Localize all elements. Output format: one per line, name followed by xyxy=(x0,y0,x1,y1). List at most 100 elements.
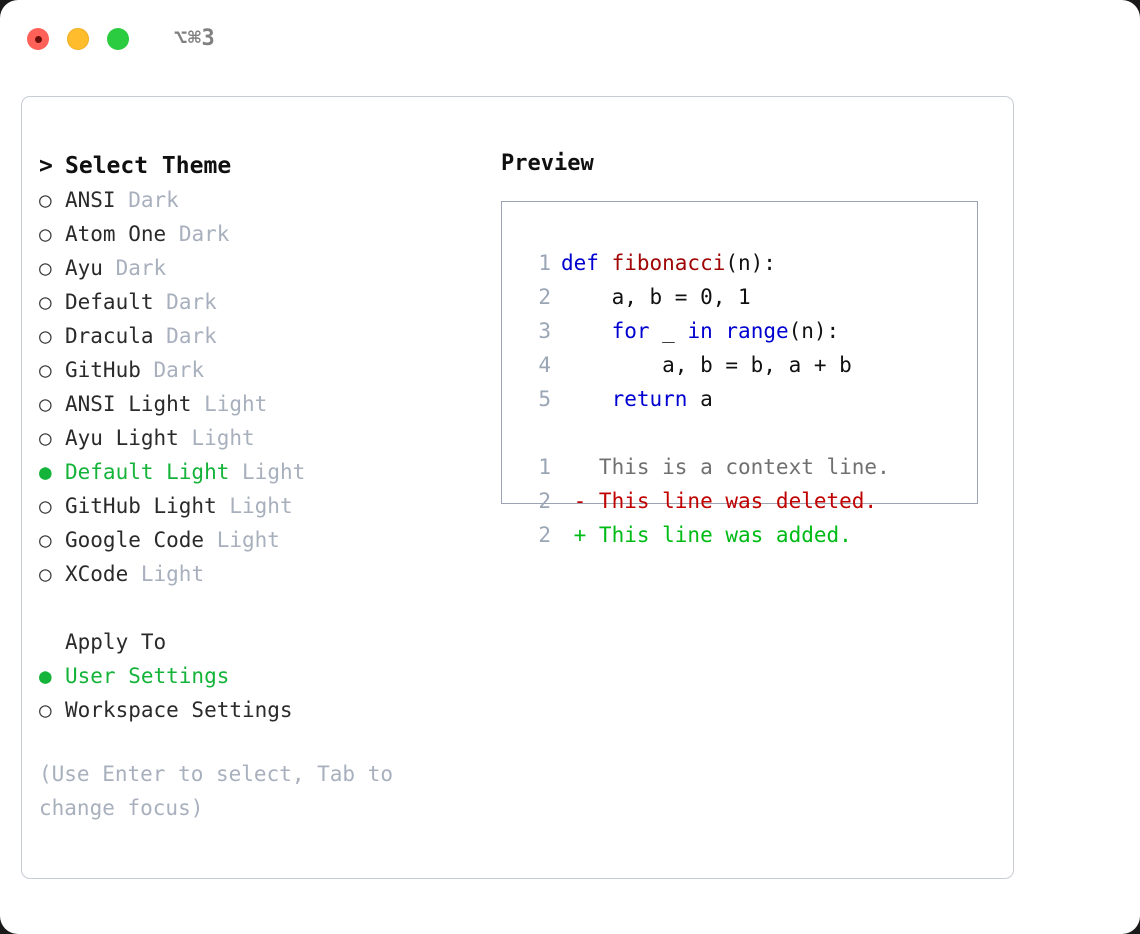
theme-option-label: GitHub Light xyxy=(65,494,217,518)
code-token-plain xyxy=(561,387,612,411)
radio-unselected-icon: ○ xyxy=(39,698,52,722)
radio-unselected-icon: ○ xyxy=(39,494,52,518)
theme-option-ansi[interactable]: ○ ANSI Dark xyxy=(39,183,489,217)
radio-unselected-icon: ○ xyxy=(39,562,52,586)
diff-sample: 1 This is a context line. 2 - This line w… xyxy=(521,450,977,552)
theme-option-label: ANSI Light xyxy=(65,392,192,416)
radio-unselected-icon: ○ xyxy=(39,222,52,246)
code-line-number: 1 xyxy=(538,251,551,275)
apply-to-option-label: User Settings xyxy=(65,664,230,688)
theme-option-xcode[interactable]: ○ XCode Light xyxy=(39,557,489,591)
code-diff-gap xyxy=(521,416,977,450)
code-line: 5 return a xyxy=(521,382,977,416)
diff-line-number: 1 xyxy=(538,455,551,479)
theme-option-ayu[interactable]: ○Ayu Dark xyxy=(39,251,489,285)
code-line: 1 def fibonacci(n): xyxy=(521,246,977,280)
apply-to-option-workspace-settings[interactable]: ○ Workspace Settings xyxy=(39,693,489,727)
code-token-plain: (n): xyxy=(788,319,840,343)
diff-line: 2 + This line was added. xyxy=(521,518,977,552)
code-line-number: 2 xyxy=(538,285,551,309)
code-token-kw: in xyxy=(687,319,713,343)
theme-option-category: Light xyxy=(204,392,268,416)
radio-unselected-icon: ○ xyxy=(39,290,52,314)
zoom-button[interactable] xyxy=(107,28,129,50)
list-spacer xyxy=(39,591,489,625)
radio-unselected-icon: ○ xyxy=(39,256,52,280)
code-token-plain xyxy=(561,319,612,343)
radio-selected-icon: ● xyxy=(39,664,52,688)
apply-to-list: ● User Settings ○ Workspace Settings xyxy=(39,659,489,727)
code-token-plain: _ xyxy=(649,319,688,343)
code-token-fn: fibonacci xyxy=(611,251,726,275)
diff-line-text: This is a context line. xyxy=(561,455,890,479)
diff-line: 1 This is a context line. xyxy=(521,450,977,484)
theme-option-category: Dark xyxy=(153,358,205,382)
apply-to-option-user-settings[interactable]: ● User Settings xyxy=(39,659,489,693)
theme-option-default[interactable]: ○ Default Dark xyxy=(39,285,489,319)
theme-option-label: Default Light xyxy=(65,460,230,484)
theme-option-category: Light xyxy=(140,562,205,586)
code-token-plain: a xyxy=(687,387,713,411)
theme-option-github[interactable]: ○ GitHub Dark xyxy=(39,353,489,387)
theme-option-label: XCode xyxy=(65,562,129,586)
theme-list: ○ANSI Dark○Atom One Dark○Ayu Dark○Defaul… xyxy=(39,183,489,591)
preview-title: Preview xyxy=(501,151,594,176)
code-token-kw: return xyxy=(611,387,688,411)
diff-line-number: 2 xyxy=(538,489,551,513)
radio-unselected-icon: ○ xyxy=(39,392,52,416)
radio-selected-icon: ● xyxy=(39,460,52,484)
radio-unselected-icon: ○ xyxy=(39,188,52,212)
code-line: 2 a, b = 0, 1 xyxy=(521,280,977,314)
theme-option-category: Light xyxy=(229,494,293,518)
code-token-kw: def xyxy=(561,251,612,275)
page-title-label: Select Theme xyxy=(65,153,232,179)
close-button[interactable] xyxy=(27,28,49,50)
theme-option-category: Light xyxy=(242,460,306,484)
code-token-plain xyxy=(713,319,726,343)
minimize-button[interactable] xyxy=(67,28,89,50)
code-line: 3 for _ in range(n): xyxy=(521,314,977,348)
prompt-marker-icon: > xyxy=(39,153,53,179)
theme-option-ayu-light[interactable]: ○ Ayu Light Light xyxy=(39,421,489,455)
code-token-plain: a, b = 0, 1 xyxy=(561,285,751,309)
theme-option-category: Dark xyxy=(128,188,179,212)
theme-option-label: Default xyxy=(65,290,154,314)
theme-option-category: Light xyxy=(191,426,255,450)
apply-to-option-label: Workspace Settings xyxy=(65,698,293,722)
code-token-kw: range xyxy=(725,319,789,343)
code-line-number: 4 xyxy=(538,353,551,377)
radio-unselected-icon: ○ xyxy=(39,358,52,382)
keyboard-shortcut-label: ⌥⌘3 xyxy=(174,26,216,51)
theme-option-label: Atom One xyxy=(65,222,167,246)
theme-option-label: GitHub xyxy=(65,358,141,382)
page-title: > Select Theme xyxy=(39,149,489,183)
theme-option-label: Ayu Light xyxy=(65,426,179,450)
code-line-number: 3 xyxy=(538,319,551,343)
theme-option-github-light[interactable]: ○ GitHub Light Light xyxy=(39,489,489,523)
theme-option-category: Dark xyxy=(166,324,217,348)
theme-option-category: Dark xyxy=(166,290,217,314)
theme-option-atom-one[interactable]: ○Atom One Dark xyxy=(39,217,489,251)
code-line: 4 a, b = b, a + b xyxy=(521,348,977,382)
code-token-plain: a, b = b, a + b xyxy=(561,353,852,377)
apply-to-label: Apply To xyxy=(65,630,167,654)
theme-option-category: Light xyxy=(216,528,280,552)
theme-option-ansi-light[interactable]: ○ ANSI Light Light xyxy=(39,387,489,421)
diff-line-number: 2 xyxy=(538,523,551,547)
terminal-window: >Select Theme ○ANSI Dark○Atom One Dark○A… xyxy=(21,96,1014,879)
radio-unselected-icon: ○ xyxy=(39,324,52,348)
theme-option-default-light[interactable]: ● Default Light Light xyxy=(39,455,489,489)
diff-line-text: - This line was deleted. xyxy=(561,489,878,513)
theme-option-google-code[interactable]: ○Google Code Light xyxy=(39,523,489,557)
theme-option-label: ANSI xyxy=(65,188,116,212)
theme-option-category: Dark xyxy=(115,256,167,280)
theme-option-dracula[interactable]: ○Dracula Dark xyxy=(39,319,489,353)
radio-unselected-icon: ○ xyxy=(39,426,52,450)
diff-line-text: + This line was added. xyxy=(561,523,852,547)
title-bar: ⌥⌘3 xyxy=(0,0,1140,78)
code-token-plain: (n): xyxy=(725,251,776,275)
